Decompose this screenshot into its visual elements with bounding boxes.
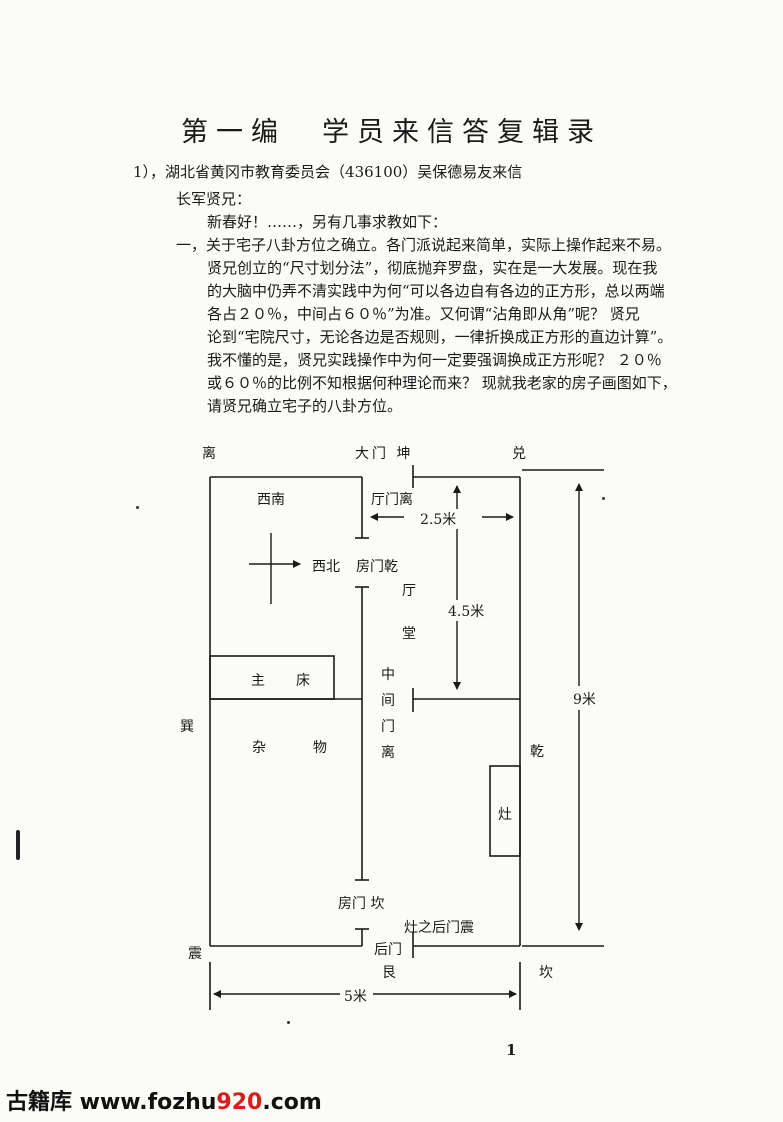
label-main-door-kun: 大门 坤 xyxy=(355,446,414,462)
label-ting: 厅 xyxy=(402,583,416,599)
label-xun: 巽 xyxy=(180,719,194,735)
label-chuang: 床 xyxy=(296,673,310,689)
letter-greeting: 新春好！……，另有几事求教如下： xyxy=(207,213,448,231)
letter-line: 一，关于宅子八卦方位之确立。各门派说起来简单，实际上操作起来不易。 xyxy=(176,236,672,254)
label-li-top: 离 xyxy=(202,446,216,462)
label-dim-2-5: 2.5米 xyxy=(418,509,459,529)
label-stove-back-door-zhen: 灶之后门震 xyxy=(404,920,474,936)
title-part-2: 学员来信答复辑录 xyxy=(322,117,602,148)
letter-heading: 1），湖北省黄冈市教育委员会（436100）吴保德易友来信 xyxy=(133,163,523,181)
letter-line: 我不懂的是，贤兄实践操作中为何一定要强调换成正方形呢？ ２０％ xyxy=(207,351,662,369)
bed-box xyxy=(209,655,335,700)
label-middle-door-li: 中 间 门 离 xyxy=(381,667,395,761)
stove-box xyxy=(489,765,521,857)
letter-line: 或６０％的比例不知根据何种理论而来？ 现就我老家的房子画图如下， xyxy=(207,374,677,392)
label-dim-9: 9米 xyxy=(571,689,598,709)
letter-line: 贤兄创立的“尺寸划分法”，彻底抛弃罗盘，实在是一大发展。现在我 xyxy=(207,259,658,277)
scan-speck xyxy=(602,497,605,500)
scan-speck xyxy=(287,1021,290,1024)
scan-mark xyxy=(16,830,20,860)
label-room-door-qian: 房门乾 xyxy=(356,559,398,575)
label-hall-door-li: 厅门离 xyxy=(371,492,413,508)
page-title: 第一编 学员来信答复辑录 xyxy=(0,110,783,149)
label-dui: 兑 xyxy=(512,446,526,462)
label-northwest: 西北 xyxy=(312,559,340,575)
label-back-door: 后门 xyxy=(374,942,402,958)
scan-speck xyxy=(136,506,139,509)
label-za: 杂 xyxy=(252,740,266,756)
label-gen: 艮 xyxy=(382,965,396,981)
label-zhen: 震 xyxy=(188,946,202,962)
label-tang: 堂 xyxy=(402,626,416,642)
label-dim-5: 5米 xyxy=(343,986,368,1006)
label-dim-4-5: 4.5米 xyxy=(446,601,487,621)
page-number: 1 xyxy=(506,1041,517,1059)
title-part-1: 第一编 xyxy=(181,117,286,148)
label-zhu: 主 xyxy=(251,673,265,689)
letter-line: 请贤兄确立宅子的八卦方位。 xyxy=(207,397,403,415)
label-stove: 灶 xyxy=(498,807,512,823)
label-wu: 物 xyxy=(313,740,327,756)
letter-salutation: 长军贤兄： xyxy=(176,190,252,208)
letter-line: 的大脑中仍弄不清实践中为何“可以各边自有各边的正方形，总以两端 xyxy=(207,282,665,300)
label-room-door-kan: 房门 坎 xyxy=(338,896,385,912)
label-qian: 乾 xyxy=(530,744,544,760)
label-kan: 坎 xyxy=(539,965,553,981)
footer-watermark: 古籍库 www.fozhu920.com xyxy=(6,1090,322,1115)
letter-line: 论到“宅院尺寸，无论各边是否规则，一律折换成正方形的直边计算”。 xyxy=(207,328,673,346)
letter-line: 各占２０％，中间占６０％”为准。又何谓“沾角即从角”呢？ 贤兄 xyxy=(207,305,640,323)
label-southwest: 西南 xyxy=(257,492,285,508)
